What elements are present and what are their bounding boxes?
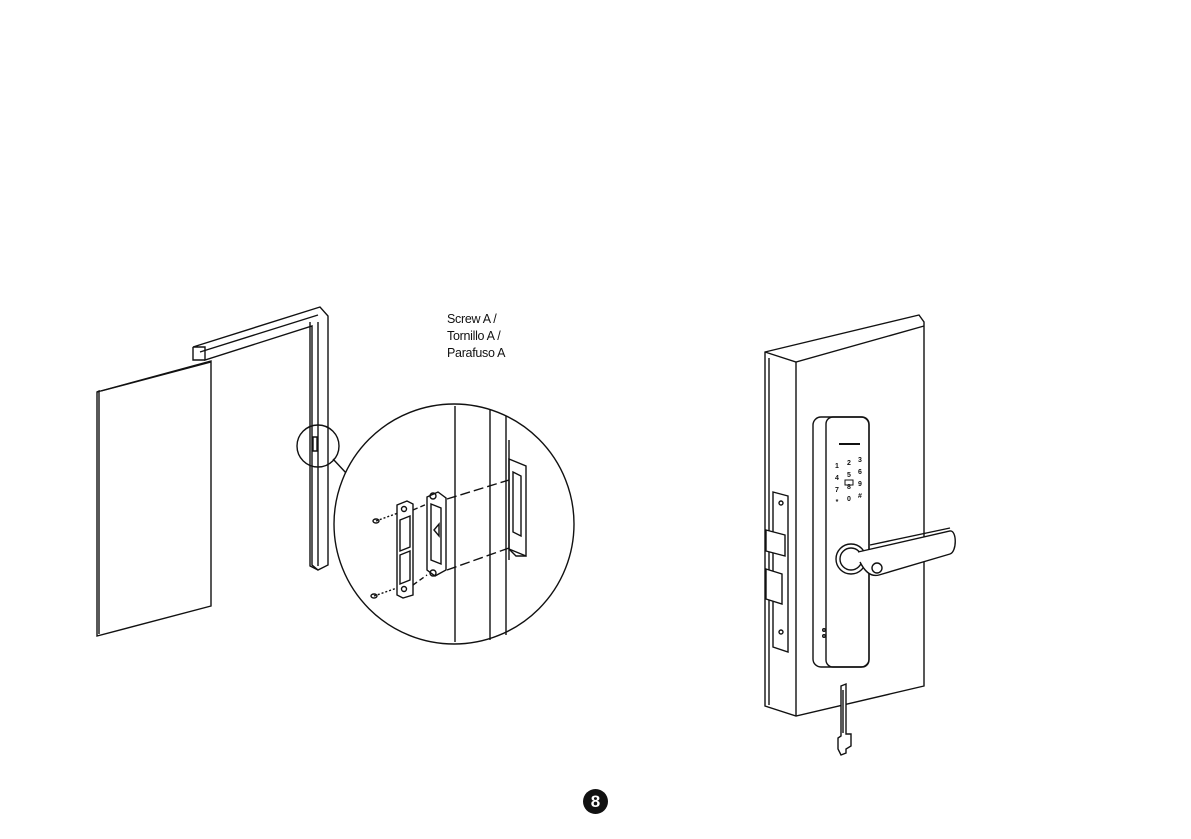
keypad-key: 9 [858, 481, 862, 488]
smart-lock-door-illustration: 1 2 3 4 5 6 7 8 9 * 0 # [740, 300, 980, 770]
screw-label-line-1: Screw A / [447, 311, 505, 328]
smart-lock-body [813, 417, 869, 667]
page-number-badge: 8 [583, 789, 608, 814]
keypad-key: 1 [835, 463, 839, 470]
strike-plate-installation-illustration [90, 300, 590, 650]
screw-label-line-2: Tornillo A / [447, 328, 505, 345]
keypad-key: 2 [847, 460, 851, 467]
door-frame [193, 307, 328, 570]
keypad-key: 0 [847, 496, 851, 503]
screw-label-line-3: Parafuso A [447, 345, 505, 362]
keypad-key: * [836, 499, 839, 506]
screw-a-label: Screw A / Tornillo A / Parafuso A [447, 311, 505, 362]
keypad-key: 3 [858, 457, 862, 464]
keypad-key: 5 [847, 472, 851, 479]
keypad-key: # [858, 493, 862, 500]
detail-magnified-view [334, 404, 574, 644]
door-leaf [97, 361, 211, 636]
keypad-key: 6 [858, 469, 862, 476]
keypad-key: 7 [835, 487, 839, 494]
keypad-key: 4 [835, 475, 839, 482]
